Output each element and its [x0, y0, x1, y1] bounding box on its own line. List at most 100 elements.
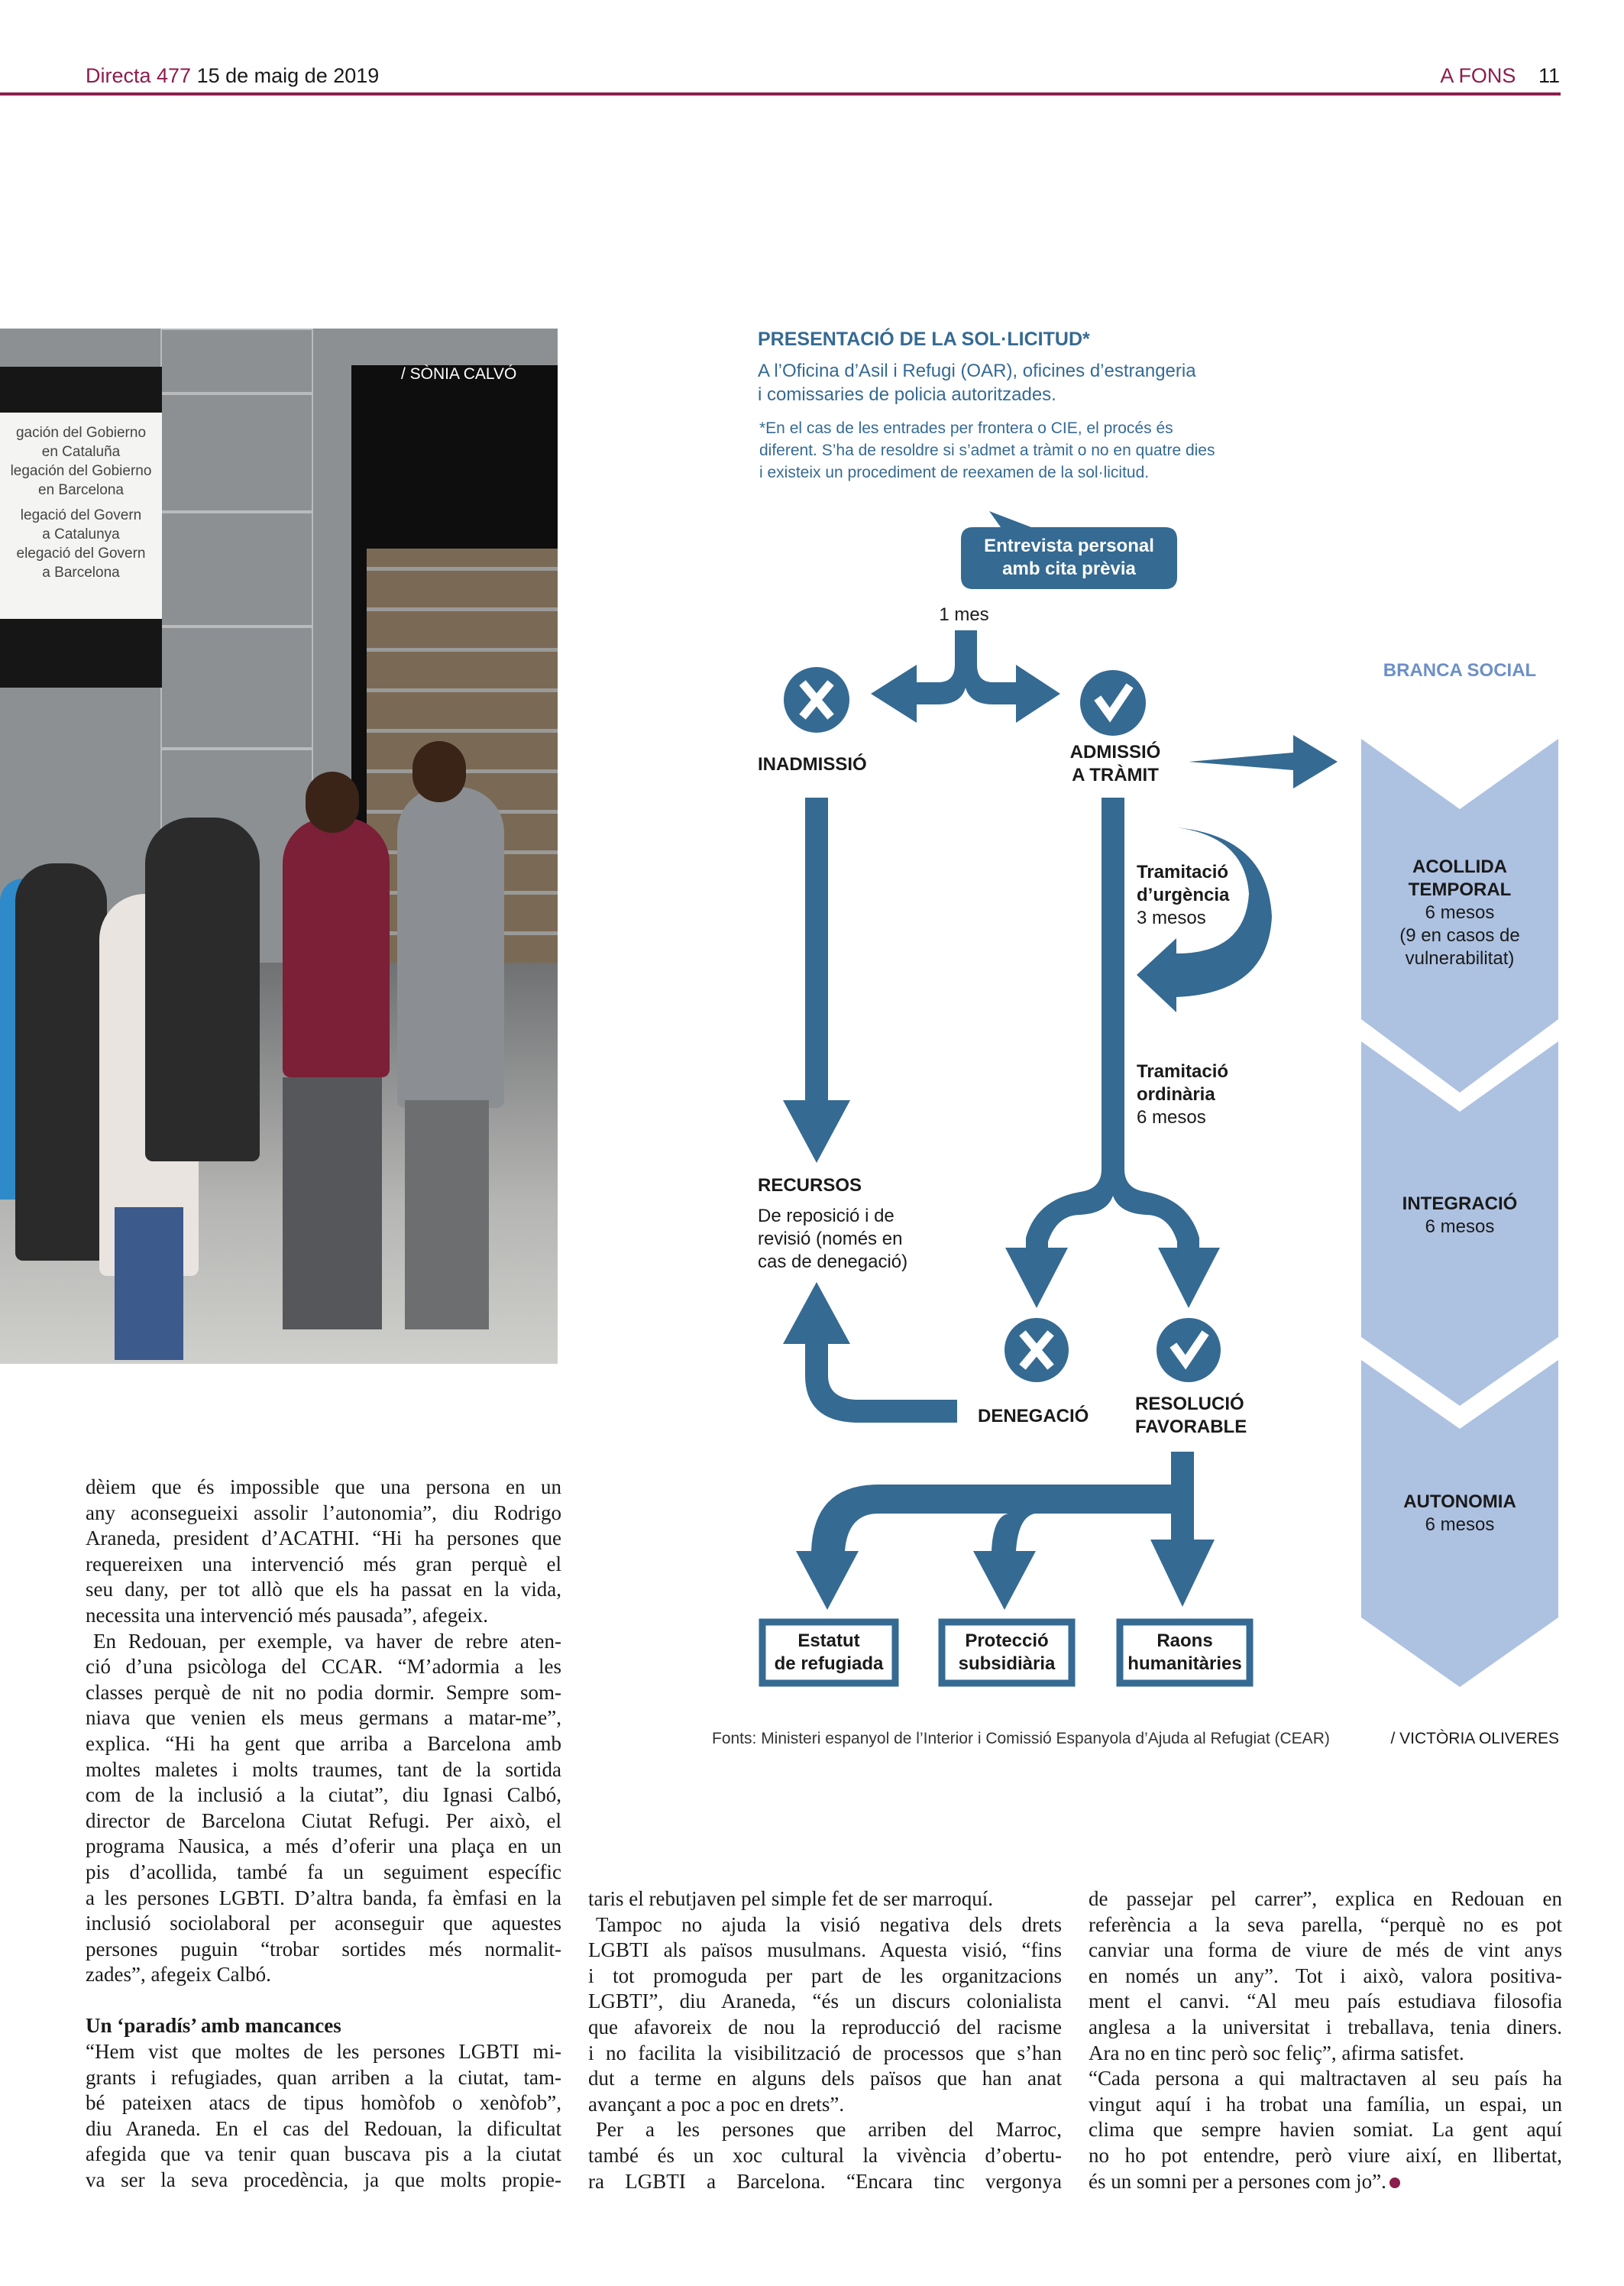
text-line: també és un xoc cultural la vivència d’o… [588, 2143, 1062, 2169]
urgent-title: Tramitació [1137, 862, 1229, 882]
subtitle-line: i comissaries de policia autoritzades. [758, 384, 1056, 405]
outcome-humanitarian: Raons humanitàries [1117, 1630, 1253, 1676]
text-line-content: niava que venien els meus germans a mata… [86, 1706, 561, 1730]
text-line: bé pateixen atacs de tipus homòfob o xen… [86, 2090, 561, 2116]
section-header: A FONS 11 [1440, 64, 1560, 88]
text-line: anglesa a la universitat i treballava, t… [1089, 2015, 1562, 2041]
stage-autonomy: AUTONOMIA 6 mesos [1361, 1491, 1558, 1536]
favorable-label: RESOLUCIÓ FAVORABLE [1135, 1393, 1247, 1439]
favorable-line: FAVORABLE [1135, 1417, 1247, 1437]
text-line-content: com de la inclusió a la ciutat”, diu Ign… [86, 1783, 561, 1807]
text-line-content: “Cada persona a qui maltractaven al seu … [1089, 2067, 1562, 2090]
text-line-content: va ser la seva procedència, ja que molts… [86, 2168, 561, 2192]
text-line-content: En Redouan, per exemple, va haver de reb… [93, 1629, 561, 1653]
footnote-line: *En el cas de les entrades per frontera … [759, 419, 1173, 437]
publication-name: Directa 477 [86, 64, 192, 87]
text-line-content: taris el rebutjaven pel simple fet de se… [588, 1887, 994, 1910]
urgent-processing-label: Tramitació d’urgència 3 mesos [1137, 861, 1229, 930]
sign-line: gación del Gobierno [15, 425, 147, 441]
text-line-content: a les persones LGBTI. D’altra banda, fa … [86, 1886, 561, 1909]
admission-line: A TRÀMIT [1072, 765, 1159, 785]
outcome-box-refugee-status [759, 1618, 899, 1687]
text-line-content: Per a les persones que arriben del Marro… [596, 2118, 1062, 2142]
diagram-title: PRESENTACIÓ DE LA SOL·LICITUD* [758, 329, 1090, 350]
ordinary-duration: 6 mesos [1137, 1107, 1206, 1128]
article-column-2: taris el rebutjaven pel simple fet de se… [588, 1886, 1062, 2194]
text-line: pis d’acollida, també fa un seguiment es… [86, 1860, 561, 1886]
text-line-content: persones puguin “trobar sortides més nor… [86, 1937, 561, 1961]
text-line: “Cada persona a qui maltractaven al seu … [1089, 2066, 1562, 2092]
interview-bubble [961, 511, 1177, 589]
ordinary-title: Tramitació [1137, 1061, 1229, 1082]
text-line-content: pis d’acollida, també fa un seguiment es… [86, 1860, 561, 1883]
text-line: com de la inclusió a la ciutat”, diu Ign… [86, 1782, 561, 1808]
text-line: classes perquè de nit no podia dormir. S… [86, 1680, 561, 1706]
text-line: LGBTI als països musulmans. Aquesta visi… [588, 1938, 1062, 1964]
outcome-box-subsidiary-protection [938, 1618, 1076, 1687]
text-line-content: director de Barcelona Ciutat Refugi. Per… [86, 1808, 561, 1832]
stage-title: INTEGRACIÓ [1402, 1193, 1518, 1214]
text-line: i tot promoguda per part de les organitz… [588, 1964, 1062, 1990]
text-line: taris el rebutjaven pel simple fet de se… [588, 1886, 1062, 1912]
appeals-text: De reposició i de [758, 1206, 894, 1226]
appeals-text: cas de denegació) [758, 1251, 908, 1272]
outcome-box-humanitarian [1116, 1618, 1254, 1687]
header-rule [0, 92, 1561, 96]
text-line-content: Araneda, president d’ACATHI. “Hi ha pers… [86, 1527, 561, 1550]
text-line: afegida que va tenir quan buscava pis a … [86, 2142, 561, 2168]
text-line-content: “Hem vist que moltes de les persones LGB… [86, 2040, 561, 2064]
text-line: dèiem que és impossible que una persona … [86, 1475, 561, 1501]
text-line-content: i no facilita la visibilització de proce… [588, 2041, 1062, 2064]
text-line: canviar una forma de viure de més de vin… [1089, 1938, 1562, 1964]
text-line-content: és un somni per a persones com jo”. [1089, 2169, 1386, 2193]
check-glyph [1094, 683, 1134, 723]
check-glyph [1169, 1330, 1209, 1370]
text-line-content: dèiem que és impossible que una persona … [86, 1475, 561, 1498]
text-line: “Hem vist que moltes de les persones LGB… [86, 2039, 561, 2065]
text-line: Ara no en tinc però soc feliç”, afirma s… [1089, 2041, 1562, 2067]
text-line: Per a les persones que arriben del Marro… [588, 2117, 1062, 2143]
text-line: de passejar pel carrer”, explica en Redo… [1089, 1886, 1562, 1912]
urgent-processing-arrow [1137, 827, 1272, 1012]
sign-line: a Catalunya [42, 526, 120, 542]
text-line: no ho pot entendre, però viure així, en … [1089, 2143, 1562, 2169]
graphic-credit: / VICTÒRIA OLIVERES [1390, 1730, 1559, 1747]
text-line-content: diu Araneda. En el cas del Redouan, la d… [86, 2116, 561, 2140]
paragraph-gap [86, 1988, 561, 2014]
page-number: 11 [1538, 64, 1560, 87]
stage-chevron-integration [1361, 1041, 1558, 1406]
text-line-content: i tot promoguda per part de les organitz… [588, 1964, 1062, 1987]
sign-line: legació del Govern [20, 507, 142, 523]
appeals-label: RECURSOS De reposició i de revisió (nomé… [758, 1174, 907, 1274]
outcome-refugee-status: Estatut de refugiada [762, 1630, 895, 1676]
text-line: any aconsegueixi assolir l’autonomia”, d… [86, 1501, 561, 1527]
text-line-content: ra LGBTI a Barcelona. “Encara tinc vergo… [588, 2169, 1062, 2193]
text-line: seu dany, per tot allò que els ha passat… [86, 1577, 561, 1603]
diagram-subtitle: A l’Oficina d’Asil i Refugi (OAR), ofici… [758, 359, 1196, 406]
inadmission-down-arrow [783, 798, 850, 1163]
text-line-content: anglesa a la universitat i treballava, t… [1089, 2015, 1562, 2038]
text-line: ció d’una psicòloga del CCAR. “M’adormia… [86, 1654, 561, 1680]
text-line: grants i refugiades, quan arriben a la c… [86, 2065, 561, 2091]
fork-arrows [871, 630, 1060, 723]
text-line-content: ment el canvi. “Al meu país estudiava fi… [1089, 1990, 1562, 2013]
text-line-content: classes perquè de nit no podia dormir. S… [86, 1680, 561, 1704]
text-line: En Redouan, per exemple, va haver de reb… [86, 1629, 561, 1655]
favorable-line: RESOLUCIÓ [1135, 1394, 1244, 1414]
denial-label: DENEGACIÓ [978, 1406, 1089, 1426]
text-line-content: LGBTI”, diu Araneda, “és un discurs colo… [588, 1990, 1062, 2013]
stage-chevron-autonomy [1361, 1360, 1558, 1687]
text-line-content: en només un any”. Tot i això, valora pos… [1089, 1964, 1562, 1987]
text-line: és un somni per a persones com jo”. [1089, 2169, 1562, 2195]
text-line-content: vingut aquí i ha trobat una família, un … [1089, 2092, 1562, 2116]
stage-title: AUTONOMIA [1403, 1491, 1516, 1512]
favorable-check-icon [1157, 1318, 1221, 1382]
inadmission-label: INADMISSIÓ [758, 754, 867, 775]
text-line: avançant a poc a poc en drets”. [588, 2092, 1062, 2118]
footnote-line: diferent. S’ha de resoldre si s’admet a … [759, 442, 1215, 459]
text-line: diu Araneda. En el cas del Redouan, la d… [86, 2116, 561, 2142]
article-column-1: dèiem que és impossible que una persona … [86, 1475, 561, 2194]
